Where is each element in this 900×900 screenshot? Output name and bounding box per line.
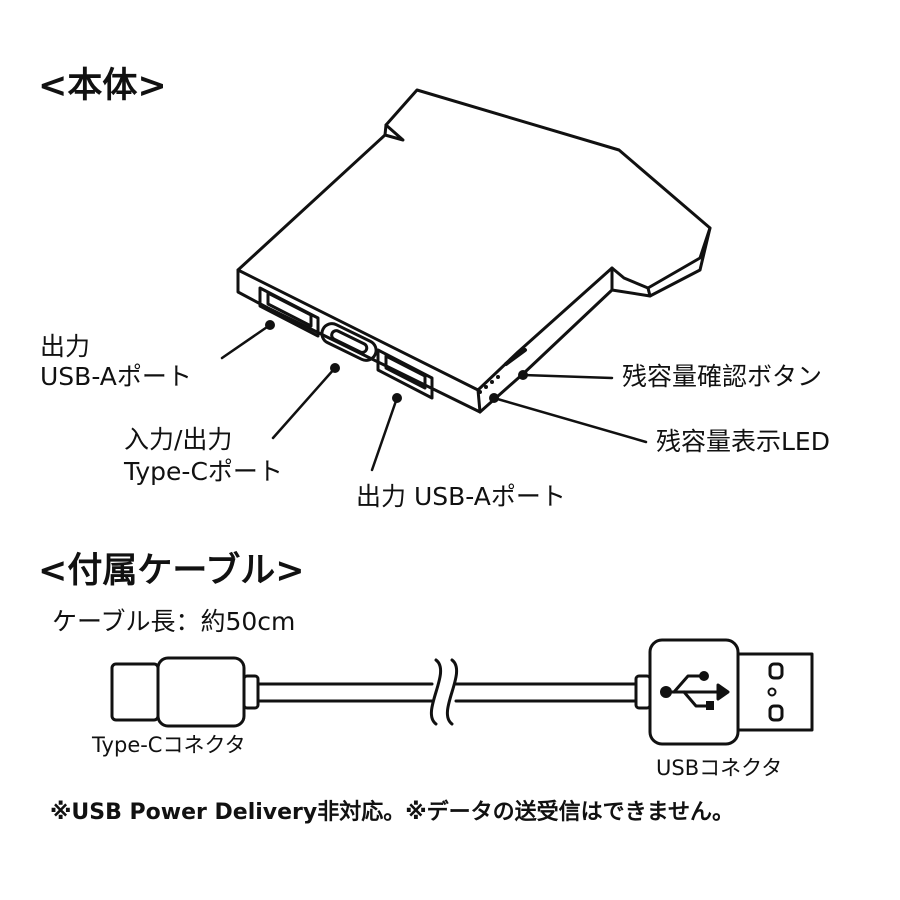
body-top-face (236, 88, 712, 392)
label-battery-button: 残容量確認ボタン (622, 362, 823, 391)
power-bank-body (236, 88, 712, 414)
battery-button (504, 348, 527, 366)
heading-body: <本体> (38, 66, 167, 106)
type-c-port (320, 322, 378, 362)
usb-trident-icon (660, 671, 730, 710)
label-type-c-line2: Type-Cポート (124, 457, 283, 486)
label-usb-a-bottom: 出力 USB-Aポート (356, 482, 566, 511)
leader-lines (220, 323, 648, 472)
cable-length-label: ケーブル長：約50cm (52, 607, 296, 636)
usb-plug-metal (736, 652, 814, 732)
body-notch-edge (610, 266, 652, 298)
cable-break-mark (429, 658, 459, 726)
label-usb-a-left-line2: USB-Aポート (40, 362, 192, 391)
body-front-edge (236, 268, 482, 414)
heading-cable: <付属ケーブル> (38, 551, 305, 591)
type-c-strain-relief (242, 674, 260, 710)
leader-battery-button (521, 373, 614, 380)
leader-usb-a-bottom (370, 396, 399, 472)
leader-type-c (271, 366, 337, 440)
body-back-notch (383, 123, 388, 137)
usb-a-port-left (258, 286, 320, 338)
label-usb-connector: USBコネクタ (656, 756, 783, 780)
label-type-c-line1: 入力/出力 (124, 425, 233, 454)
battery-led-dots (478, 375, 500, 394)
leader-battery-led (492, 396, 648, 444)
leader-usb-a-left (220, 323, 272, 360)
usb-strain-relief (634, 674, 652, 710)
label-type-c-connector: Type-Cコネクタ (92, 733, 246, 757)
label-usb-a-left-line1: 出力 (40, 332, 91, 361)
type-c-plug-tip (110, 662, 160, 722)
footnote: ※USB Power Delivery非対応。※データの送受信はできません。 (50, 800, 734, 825)
usb-cable (110, 638, 814, 746)
type-c-plug-housing (156, 656, 246, 728)
label-battery-led: 残容量表示LED (656, 427, 830, 456)
body-right-edge (478, 226, 712, 414)
usb-a-port-right (376, 348, 434, 400)
